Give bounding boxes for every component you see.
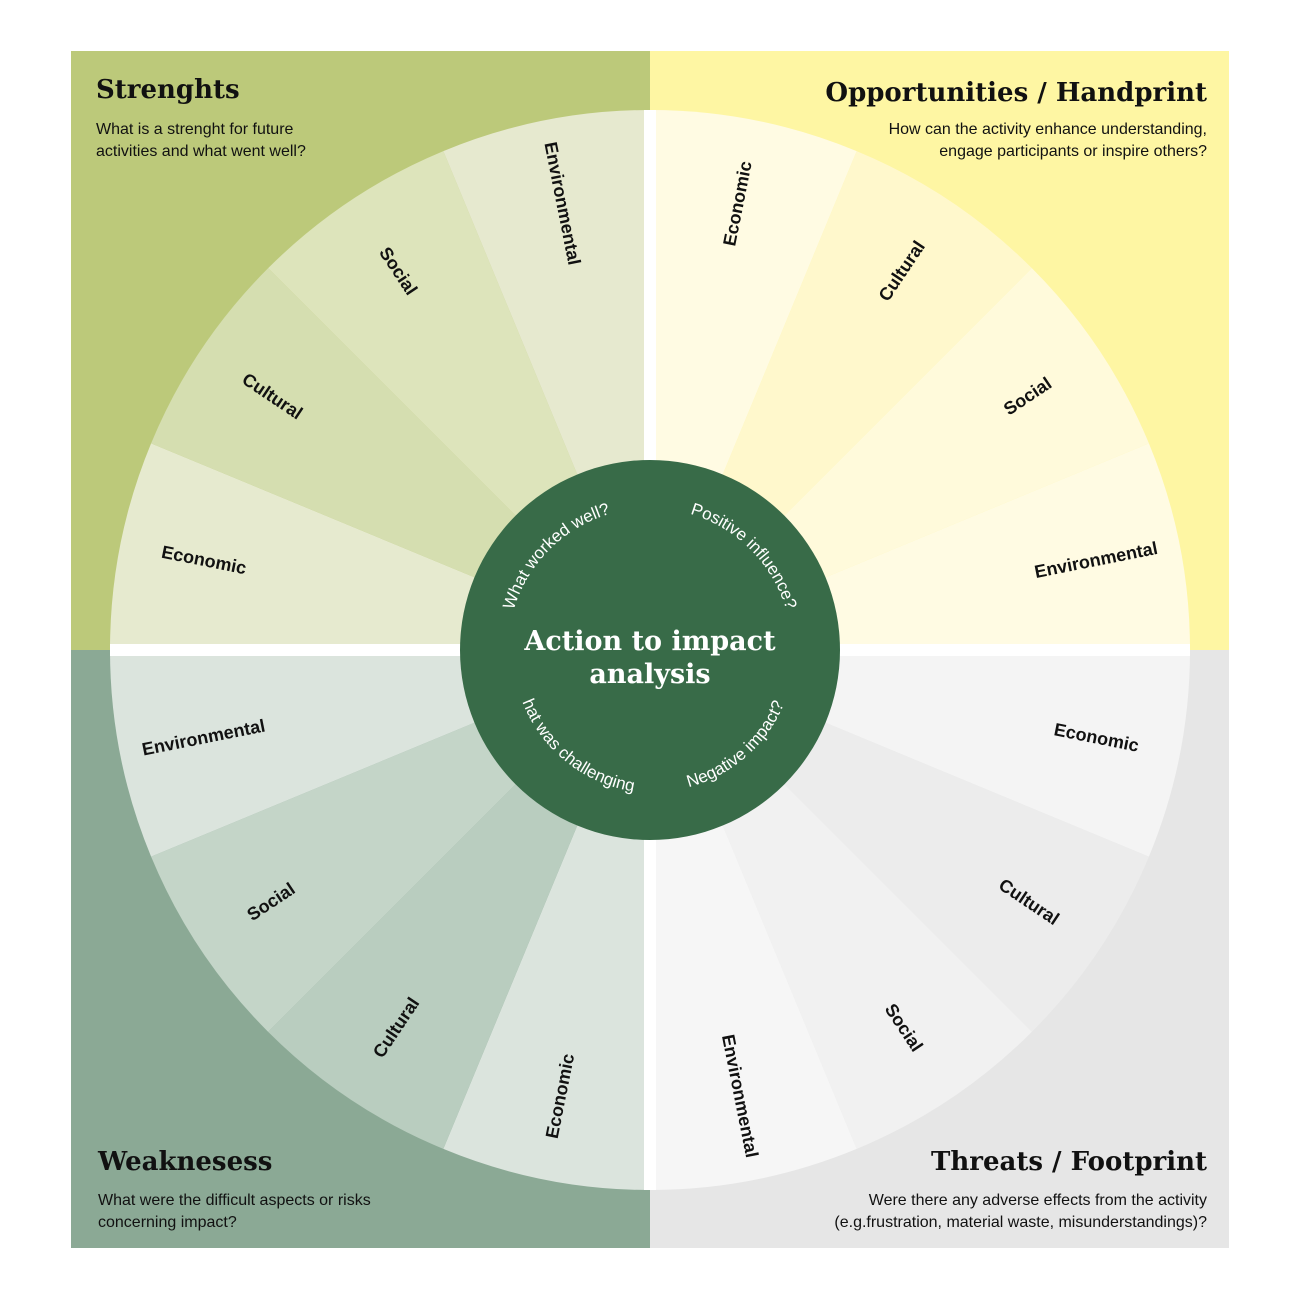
center-hub (460, 460, 840, 840)
opportunities-desc-line2: engage participants or inspire others? (939, 143, 1207, 160)
weaknesses-desc-line2: concerning impact? (98, 1214, 237, 1231)
opportunities-desc-line1: How can the activity enhance understandi… (889, 121, 1207, 138)
opportunities-title: Opportunities / Handprint (825, 78, 1207, 108)
threats-desc-line2: (e.g.frustration, material waste, misund… (834, 1214, 1207, 1231)
center-title-line1: Action to impact (523, 626, 776, 657)
center-title-line2: analysis (589, 659, 710, 690)
threats-title: Threats / Footprint (931, 1147, 1207, 1177)
weaknesses-desc-line1: What were the difficult aspects or risks (98, 1192, 371, 1209)
strengths-title: Strenghts (96, 75, 240, 105)
weaknesses-title: Weaknesess (97, 1147, 272, 1177)
strengths-desc-line2: activities and what went well? (96, 143, 306, 160)
threats-desc-line1: Were there any adverse effects from the … (869, 1192, 1207, 1209)
strengths-desc-line1: What is a strenght for future (96, 121, 294, 138)
